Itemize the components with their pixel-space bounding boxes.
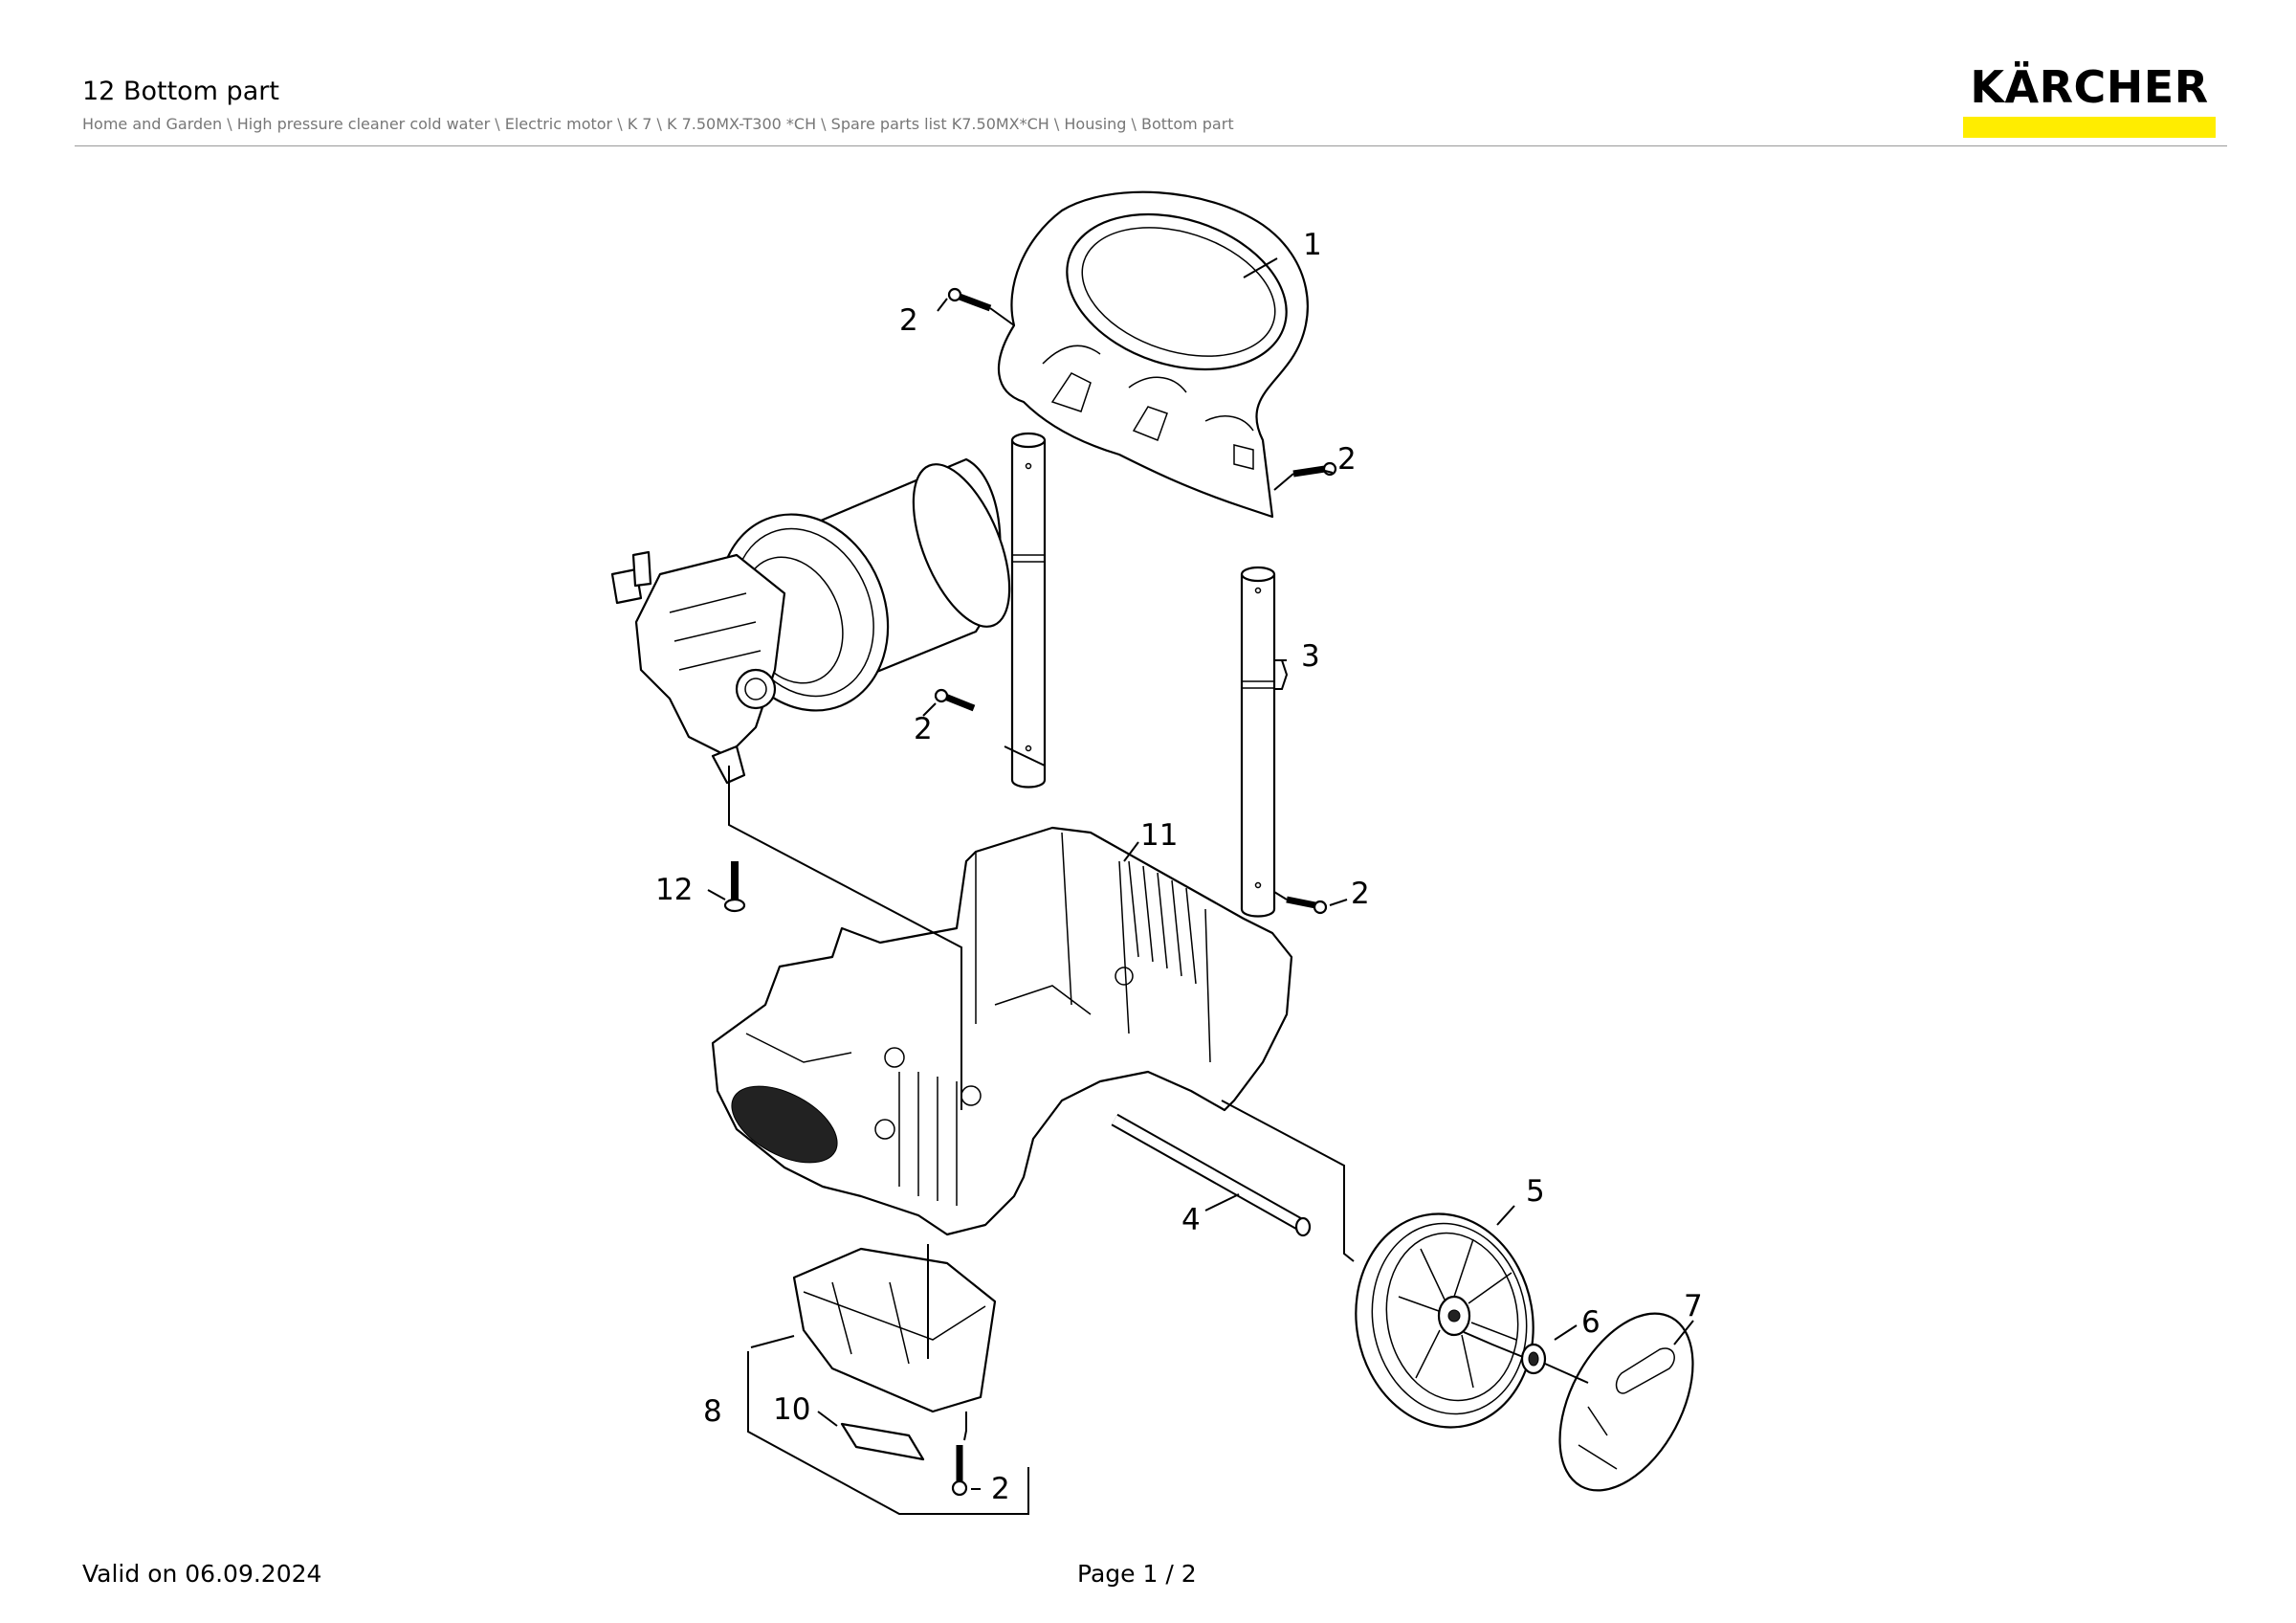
screw-top-left	[947, 287, 992, 312]
callout-5: 5	[1526, 1174, 1545, 1209]
logo-wordmark: KÄRCHER	[1970, 61, 2209, 113]
part-hub-cap	[1558, 1312, 1694, 1492]
callout-1: 1	[1303, 228, 1322, 262]
part-handle	[997, 190, 1309, 519]
part-clip	[1520, 1343, 1547, 1375]
screw-part-12	[723, 861, 746, 913]
callout-8: 8	[703, 1394, 722, 1429]
part-wheel	[1355, 1212, 1534, 1429]
header-divider	[75, 145, 2227, 146]
part-tube-right	[1240, 566, 1276, 918]
part-axle	[1111, 1113, 1312, 1237]
callout-6: 6	[1581, 1305, 1601, 1340]
callout-11: 11	[1140, 818, 1178, 853]
callout-3: 3	[1301, 639, 1320, 674]
valid-date: Valid on 06.09.2024	[82, 1560, 322, 1588]
screws	[723, 287, 1337, 1497]
page-number: Page 1 / 2	[1077, 1560, 1197, 1588]
screw-mid-left	[934, 688, 976, 712]
part-tube-left	[1010, 432, 1047, 789]
screw-top-right	[1292, 461, 1337, 478]
assembly-lines	[728, 307, 1589, 1515]
logo-yellow-bar	[1963, 117, 2216, 138]
callout-12: 12	[655, 873, 693, 907]
part-motor-pump	[610, 457, 1011, 785]
callout-2-mid-left: 2	[914, 712, 933, 746]
callout-4: 4	[1181, 1203, 1201, 1237]
callout-2-bottom: 2	[991, 1472, 1010, 1506]
screw-bottom	[951, 1445, 968, 1497]
callout-2-top-left: 2	[899, 303, 918, 338]
callout-7: 7	[1684, 1289, 1703, 1323]
breadcrumb: Home and Garden \ High pressure cleaner …	[82, 115, 1234, 133]
screw-mid-right	[1286, 896, 1328, 915]
callout-2-mid-right: 2	[1351, 877, 1370, 911]
part-foot	[792, 1247, 997, 1413]
page-title: 12 Bottom part	[82, 77, 279, 106]
callout-10: 10	[773, 1392, 810, 1427]
part-foot-pad	[840, 1422, 925, 1461]
part-base-housing	[711, 826, 1293, 1236]
callout-2-top-right: 2	[1337, 442, 1357, 477]
karcher-logo: KÄRCHER	[1963, 63, 2216, 138]
callout-leaders	[707, 257, 1694, 1490]
